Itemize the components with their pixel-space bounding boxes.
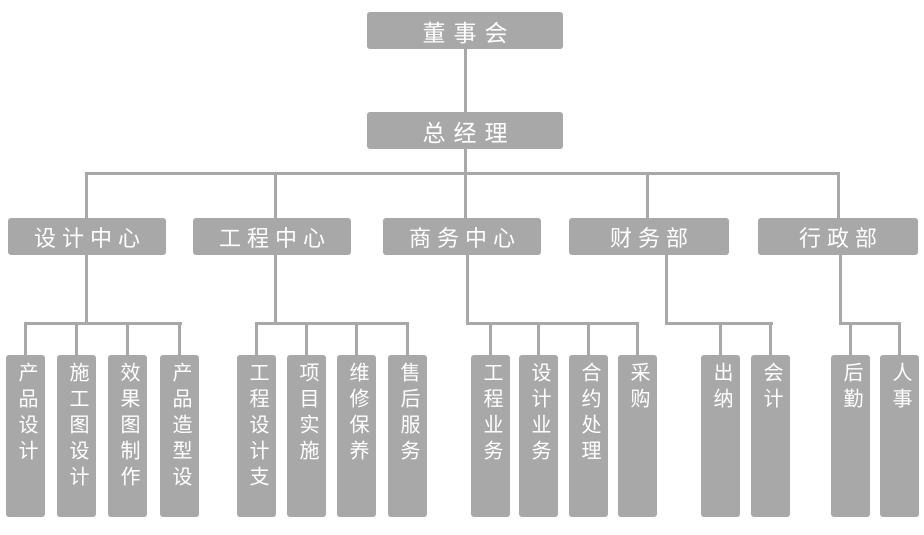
connector-line (24, 322, 27, 355)
connector-line (464, 49, 467, 112)
connector-line (849, 322, 852, 355)
node-after-sales-service: 售后服务 (388, 355, 427, 517)
connector-line (24, 322, 182, 325)
connector-line (466, 322, 639, 325)
connector-line (769, 322, 772, 355)
connector-line (466, 255, 469, 325)
node-design-center: 设计中心 (8, 218, 166, 255)
connector-line (85, 255, 88, 325)
connector-line (898, 322, 901, 355)
connector-line (355, 322, 358, 355)
connector-line (837, 172, 840, 218)
connector-line (719, 322, 722, 355)
connector-line (75, 322, 78, 355)
connector-line (126, 322, 129, 355)
node-finance-dept: 财务部 (569, 218, 729, 255)
connector-line (406, 322, 409, 355)
connector-line (665, 255, 668, 325)
node-product-design: 产品设计 (6, 355, 45, 517)
node-accounting: 会计 (751, 355, 790, 517)
connector-line (537, 322, 540, 355)
node-maintenance: 维修保养 (337, 355, 376, 517)
node-admin-dept: 行政部 (758, 218, 918, 255)
connector-line (85, 172, 88, 218)
connector-line (839, 322, 901, 325)
connector-line (255, 322, 409, 325)
connector-line (178, 322, 181, 355)
node-contract-processing: 合约处理 (569, 355, 608, 517)
node-engineering-business: 工程业务 (471, 355, 510, 517)
node-general-manager: 总经理 (367, 112, 563, 149)
node-design-business: 设计业务 (519, 355, 558, 517)
node-rendering-production: 效果图制作 (108, 355, 147, 517)
node-hr: 人事 (880, 355, 919, 517)
connector-line (636, 322, 639, 355)
node-construction-drawing: 施工图设计 (57, 355, 96, 517)
connector-line (587, 322, 590, 355)
connector-line (274, 172, 277, 218)
connector-line (274, 255, 277, 325)
connector-line (305, 322, 308, 355)
connector-line (255, 322, 258, 355)
node-logistics: 后勤 (831, 355, 870, 517)
connector-line (489, 322, 492, 355)
node-project-implementation: 项目实施 (287, 355, 326, 517)
node-engineering-design-support: 工程设计支持 (237, 355, 276, 517)
connector-line (646, 172, 649, 218)
node-business-center: 商务中心 (383, 218, 541, 255)
connector-line (464, 149, 467, 218)
node-board: 董事会 (367, 12, 563, 49)
node-product-styling: 产品造型设计 (160, 355, 199, 517)
node-engineering-center: 工程中心 (193, 218, 351, 255)
connector-line (86, 172, 840, 175)
node-cashier: 出纳 (701, 355, 740, 517)
node-procurement: 采购 (618, 355, 657, 517)
connector-line (839, 255, 842, 325)
